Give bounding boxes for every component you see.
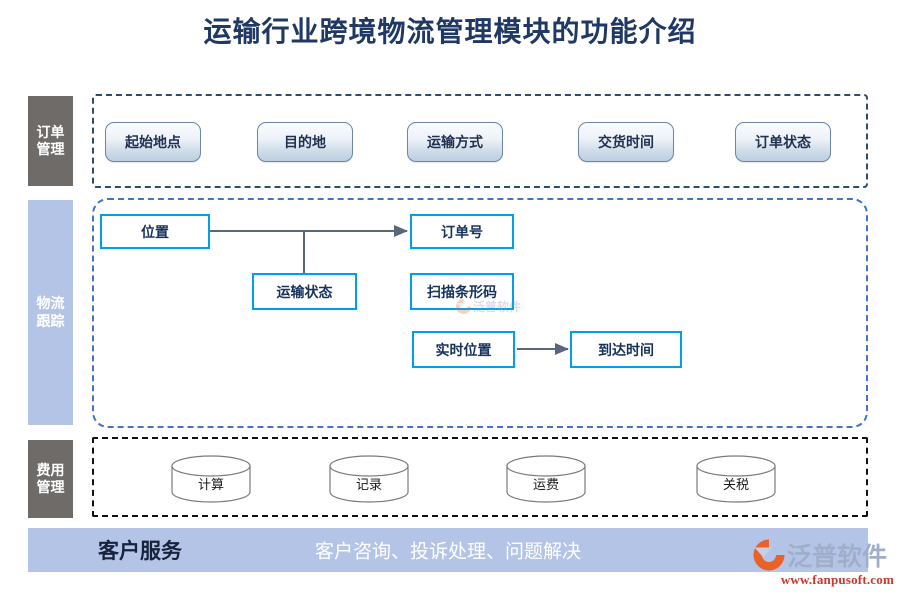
order-item-order-status-label: 订单状态 [755,134,811,150]
cylinder-shape-icon [506,455,586,503]
fee-item-freight-label: 运费 [532,476,559,492]
cylinder-shape-icon [696,455,776,503]
order-item-delivery-time-label: 交货时间 [598,134,654,150]
section-label-line-1: 订单 [36,123,65,140]
swoosh-circle-icon [456,298,471,314]
track-item-arrival-time[interactable]: 到达时间 [570,331,682,368]
page-title: 运输行业跨境物流管理模块的功能介绍 [203,17,697,48]
track-item-location[interactable]: 位置 [100,214,210,249]
track-item-realtime-location-label: 实时位置 [435,341,492,358]
fee-item-tariff[interactable]: 关税 [696,455,776,503]
section-label-line-2: 跟踪 [36,312,65,329]
fee-item-calculate[interactable]: 计算 [171,455,251,503]
order-item-origin-label: 起始地点 [125,134,181,150]
section-label-order-management: 订单 管理 [28,96,73,186]
section-logistics-tracking [92,198,868,428]
section-label-line-1: 费用 [36,461,65,478]
watermark-small: 泛普软件 [455,296,533,316]
customer-service-title: 客户服务 [98,539,182,563]
track-item-location-label: 位置 [141,223,169,240]
section-label-logistics-tracking: 物流 跟踪 [28,200,73,425]
section-order-management [92,94,868,188]
brand-logo-url: www.fanpusoft.com [780,572,894,587]
track-item-scan-barcode[interactable]: 扫描条形码 [410,273,514,310]
brand-logo: 泛普软件 www.fanpusoft.com [752,536,894,592]
fee-item-tariff-label: 关税 [722,476,749,492]
customer-service-bar: 客户服务 客户咨询、投诉处理、问题解决 [28,528,868,572]
fee-item-record[interactable]: 记录 [329,455,409,503]
brand-logo-row: 泛普软件 [752,536,894,574]
fee-item-record-label: 记录 [355,476,382,492]
brand-logo-name: 泛普软件 [787,544,888,571]
order-item-destination[interactable]: 目的地 [257,122,353,162]
section-label-line-1: 物流 [36,295,65,312]
track-item-order-no[interactable]: 订单号 [410,214,514,249]
swoosh-circle-icon [753,539,785,571]
cylinder-shape-icon [171,455,251,503]
track-item-scan-barcode-label: 扫描条形码 [427,283,497,300]
customer-service-subtitle: 客户咨询、投诉处理、问题解决 [315,541,582,563]
cylinder-shape-icon [329,455,409,503]
track-item-order-no-label: 订单号 [441,223,483,240]
section-label-line-2: 管理 [36,141,65,157]
track-item-transport-status[interactable]: 运输状态 [252,273,357,310]
track-item-realtime-location[interactable]: 实时位置 [412,331,515,368]
track-item-arrival-time-label: 到达时间 [598,341,654,358]
order-item-order-status[interactable]: 订单状态 [735,122,831,162]
section-label-fee-management: 费用 管理 [28,440,73,518]
section-label-line-2: 管理 [36,479,65,495]
section-fee-management [92,437,868,517]
watermark-small-text: 泛普软件 [473,299,522,314]
fee-item-calculate-label: 计算 [197,476,224,492]
order-item-destination-label: 目的地 [284,134,326,150]
order-item-origin[interactable]: 起始地点 [105,122,201,162]
track-item-transport-status-label: 运输状态 [276,283,333,300]
order-item-transport-mode[interactable]: 运输方式 [407,122,503,162]
fee-item-freight[interactable]: 运费 [506,455,586,503]
order-item-delivery-time[interactable]: 交货时间 [578,122,674,162]
order-item-transport-mode-label: 运输方式 [427,134,483,150]
